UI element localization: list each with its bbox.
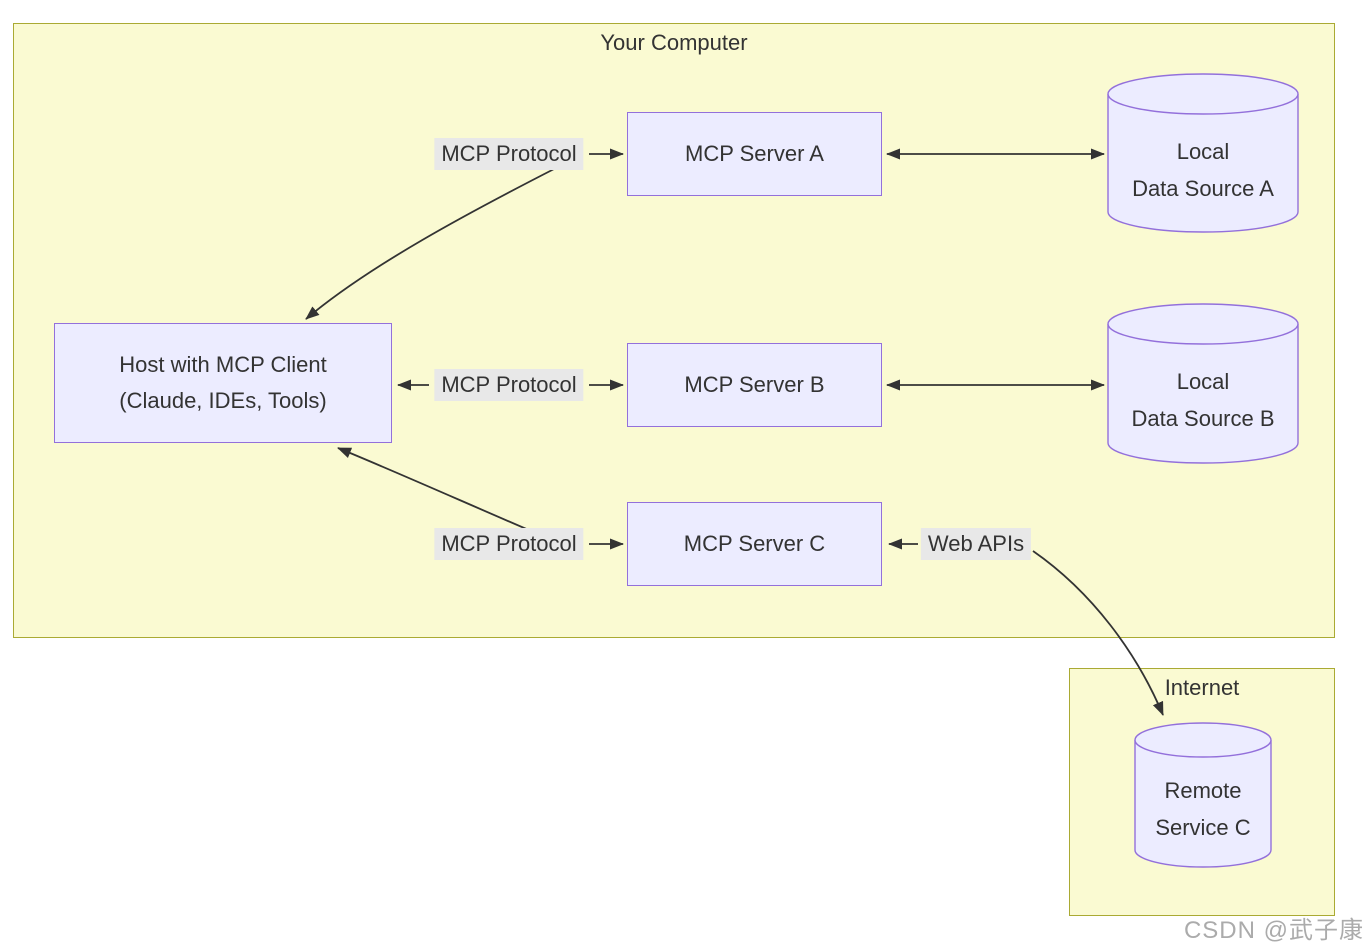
node-data-source-a-label: Local Data Source A — [1108, 133, 1298, 207]
data-source-b-line2: Data Source B — [1131, 406, 1275, 431]
edge-label-mcp-protocol-b: MCP Protocol — [434, 369, 584, 401]
node-host-label-line2: (Claude, IDEs, Tools) — [119, 388, 327, 413]
watermark: CSDN @武子康 — [1183, 917, 1364, 944]
node-host-label-line1: Host with MCP Client — [119, 352, 327, 377]
node-mcp-server-a-label: MCP Server A — [685, 141, 824, 166]
edge-label-web-apis: Web APIs — [920, 528, 1032, 560]
cluster-internet-title: Internet — [1164, 675, 1240, 700]
edge-label-mcp-protocol-c: MCP Protocol — [434, 528, 584, 560]
data-source-a-line1: Local — [1176, 139, 1230, 164]
node-mcp-server-b-label: MCP Server B — [684, 372, 825, 397]
node-remote-service-c-label: Remote Service C — [1135, 772, 1271, 846]
node-host-with-mcp-client: Host with MCP Client (Claude, IDEs, Tool… — [54, 323, 392, 443]
remote-service-c-line2: Service C — [1155, 815, 1251, 840]
cluster-your-computer-title: Your Computer — [600, 30, 748, 55]
remote-service-c-line1: Remote — [1164, 778, 1242, 803]
node-mcp-server-c: MCP Server C — [627, 502, 882, 586]
node-mcp-server-b: MCP Server B — [627, 343, 882, 427]
edge-label-mcp-protocol-a: MCP Protocol — [434, 138, 584, 170]
data-source-b-line1: Local — [1176, 369, 1230, 394]
node-mcp-server-c-label: MCP Server C — [683, 531, 826, 556]
node-data-source-b-label: Local Data Source B — [1108, 363, 1298, 437]
data-source-a-line2: Data Source A — [1132, 176, 1274, 201]
node-mcp-server-a: MCP Server A — [627, 112, 882, 196]
